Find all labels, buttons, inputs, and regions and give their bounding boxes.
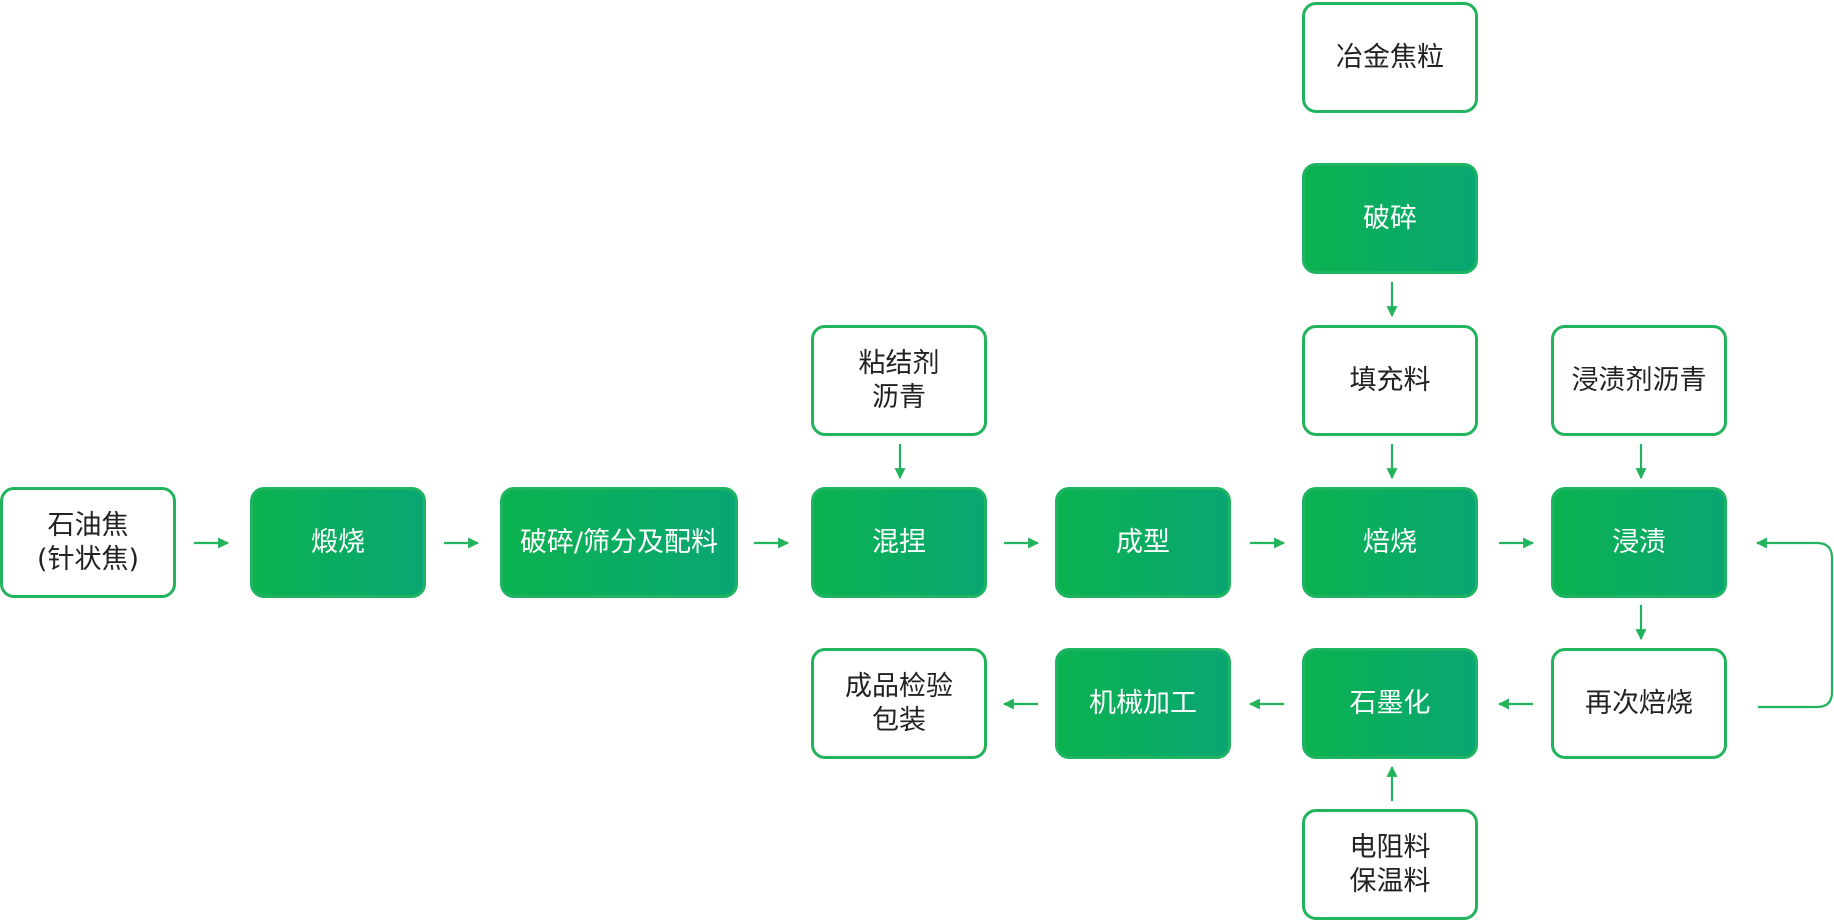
- node-crush-screen-batch: 破碎/筛分及配料: [500, 487, 738, 598]
- node-petroleum-coke: 石油焦 (针状焦): [0, 487, 176, 598]
- node-rebaking: 再次焙烧: [1551, 648, 1727, 759]
- node-graphitization: 石墨化: [1302, 648, 1478, 759]
- node-metallurgical-coke: 冶金焦粒: [1302, 2, 1478, 113]
- node-baking: 焙烧: [1302, 487, 1478, 598]
- node-impregnation: 浸渍: [1551, 487, 1727, 598]
- node-resistor-insulation: 电阻料 保温料: [1302, 809, 1478, 920]
- node-machining: 机械加工: [1055, 648, 1231, 759]
- node-forming: 成型: [1055, 487, 1231, 598]
- node-impregnant-pitch: 浸渍剂沥青: [1551, 325, 1727, 436]
- node-calcination: 煅烧: [250, 487, 426, 598]
- node-kneading: 混捏: [811, 487, 987, 598]
- node-filler: 填充料: [1302, 325, 1478, 436]
- arrow-rebaking-loop-to-impregnation: [1755, 537, 1834, 709]
- node-binder-pitch: 粘结剂 沥青: [811, 325, 987, 436]
- node-inspection-packaging: 成品检验 包装: [811, 648, 987, 759]
- node-crushing: 破碎: [1302, 163, 1478, 274]
